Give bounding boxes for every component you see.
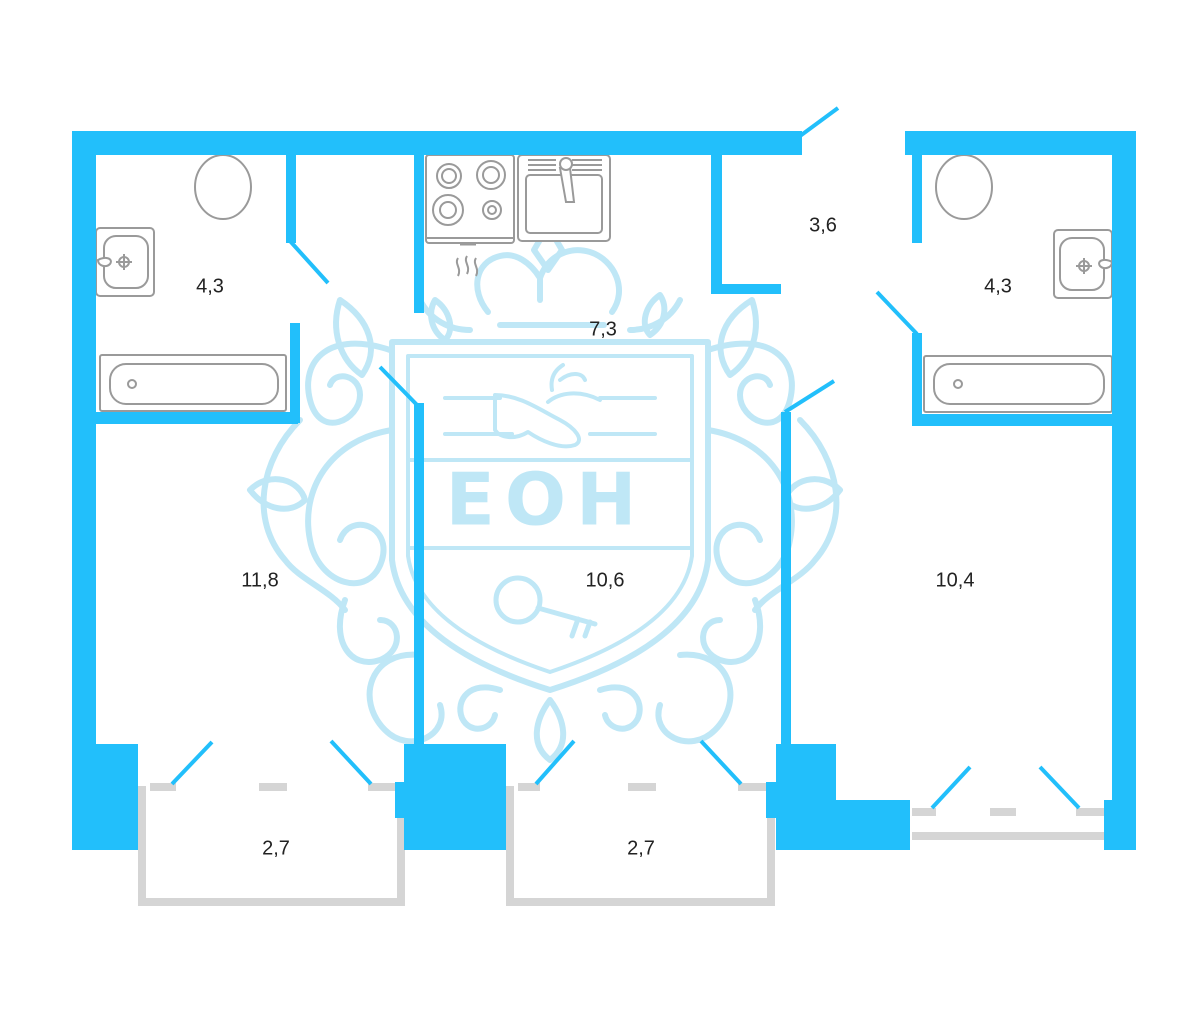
balconies bbox=[138, 786, 1106, 906]
scroll-right-mid bbox=[705, 427, 795, 587]
scroll-bottom-center bbox=[533, 697, 567, 763]
outer-wall-top-right bbox=[905, 131, 1135, 155]
scroll-right-low bbox=[655, 651, 734, 745]
scroll-leaf-tl bbox=[428, 297, 454, 343]
scroll-left-leaf bbox=[333, 297, 374, 378]
balcony-middle-outline bbox=[506, 786, 775, 906]
fixtures bbox=[95, 154, 1114, 413]
scroll-left-upper bbox=[305, 340, 393, 426]
scroll-bottom-right bbox=[597, 684, 643, 732]
scroll-right-outer bbox=[752, 417, 840, 613]
area-label-bath-right: 4,3 bbox=[984, 275, 1012, 297]
walls bbox=[72, 131, 1136, 850]
scroll-right-bottom bbox=[700, 597, 763, 665]
shield-outline bbox=[389, 339, 711, 693]
scroll-bottom-left bbox=[457, 684, 503, 732]
area-label-room-right: 10,4 bbox=[936, 569, 975, 591]
shield-inner bbox=[406, 354, 694, 674]
scroll-top-right bbox=[627, 297, 683, 333]
toilet-icon bbox=[194, 154, 252, 220]
key-icon bbox=[493, 575, 598, 639]
area-label-room-middle: 10,6 bbox=[586, 569, 625, 591]
scroll-right-tail bbox=[782, 476, 843, 512]
area-labels: 4,3 11,8 2,7 7,3 10,6 2,7 3,6 4,3 10,4 bbox=[196, 214, 1012, 859]
area-label-balcony-left: 2,7 bbox=[262, 837, 290, 859]
toilet-icon bbox=[935, 154, 993, 220]
balcony-sills bbox=[150, 783, 1104, 816]
area-label-bath-left: 4,3 bbox=[196, 275, 224, 297]
door-swings bbox=[170, 106, 1081, 810]
scroll-left-low bbox=[366, 651, 445, 745]
scroll-left-outer bbox=[260, 417, 348, 613]
handshake-icon bbox=[443, 363, 657, 449]
area-label-balcony-middle: 2,7 bbox=[627, 837, 655, 859]
balcony-left-outline bbox=[138, 786, 405, 906]
area-label-kitchen: 7,3 bbox=[589, 318, 617, 340]
scroll-left-tail bbox=[247, 476, 308, 512]
outer-wall-top-left bbox=[72, 131, 802, 155]
area-label-room-left: 11,8 bbox=[241, 569, 278, 591]
scroll-leaf-tr bbox=[641, 292, 668, 338]
watermark-text: ЕОН bbox=[446, 458, 647, 542]
scroll-right-upper bbox=[705, 340, 795, 426]
scroll-left-bottom bbox=[337, 597, 400, 665]
scroll-right-leaf bbox=[717, 297, 759, 378]
area-label-hall: 3,6 bbox=[809, 214, 837, 236]
outer-wall-left bbox=[72, 131, 96, 850]
scroll-left-mid bbox=[305, 427, 395, 587]
entrance-door bbox=[798, 106, 840, 138]
outer-wall-right bbox=[1112, 131, 1136, 850]
